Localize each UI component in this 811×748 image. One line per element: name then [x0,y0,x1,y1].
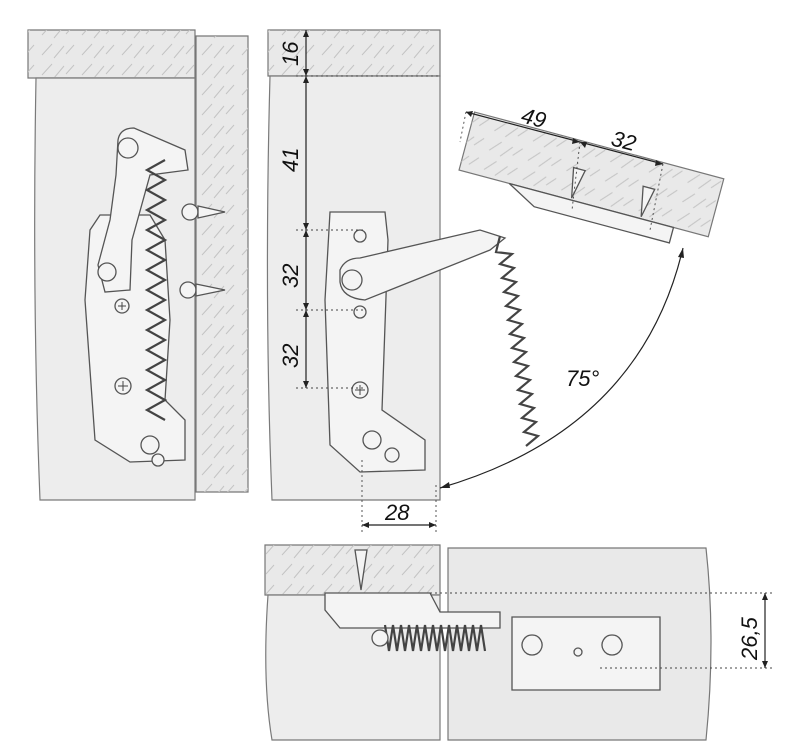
bottom-view [264,544,775,741]
dim-41-label: 41 [278,148,303,172]
left-screw-bottom [179,281,226,299]
angle-75-label: 75° [566,366,599,391]
middle-open-door [458,111,725,244]
bottom-cabinet-side [265,594,441,741]
bottom-spring [383,624,487,652]
dim-16-label: 16 [278,41,303,66]
bottom-plate [324,592,501,629]
angle-arc [439,247,684,489]
left-screw-top [181,203,226,221]
middle-hinge-arm [339,229,507,301]
left-plate-screw-2 [114,377,132,395]
middle-view [266,29,725,535]
left-view [27,29,249,501]
left-plate-screw-1 [114,298,130,314]
dim-26-5-label: 26,5 [737,616,762,661]
dim-32a-label: 32 [278,264,303,288]
dim-32b-label: 32 [278,344,303,368]
middle-spring [494,235,541,447]
left-spring [144,159,168,421]
bottom-door-plate [511,616,661,691]
dim-28-label: 28 [384,500,410,525]
